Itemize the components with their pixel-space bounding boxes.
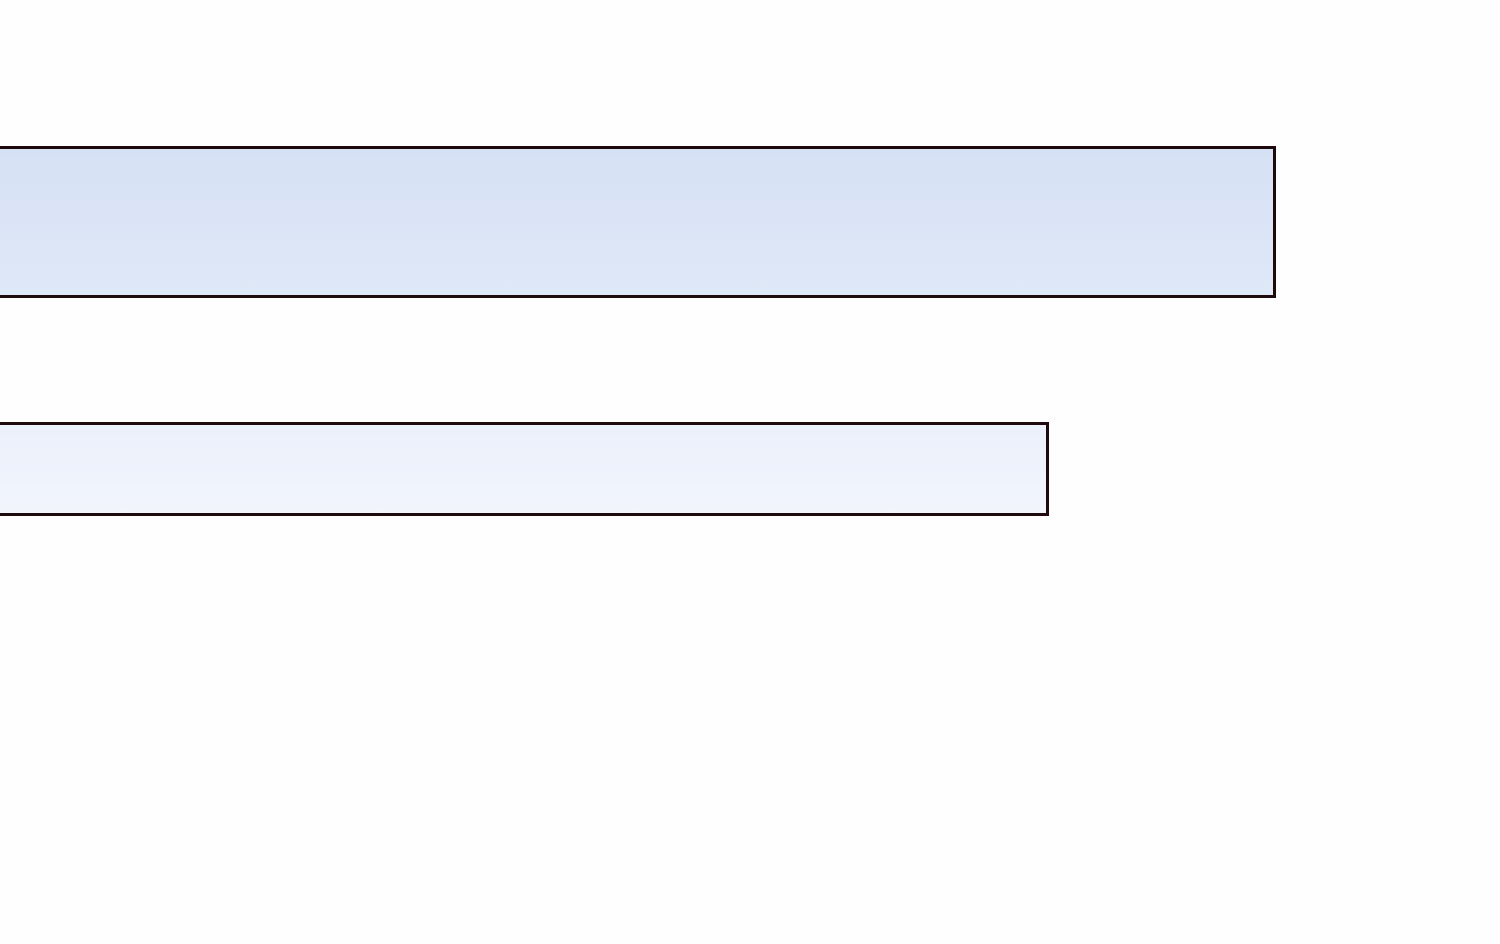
lower-panel (0, 422, 1049, 516)
upper-panel (0, 146, 1276, 298)
